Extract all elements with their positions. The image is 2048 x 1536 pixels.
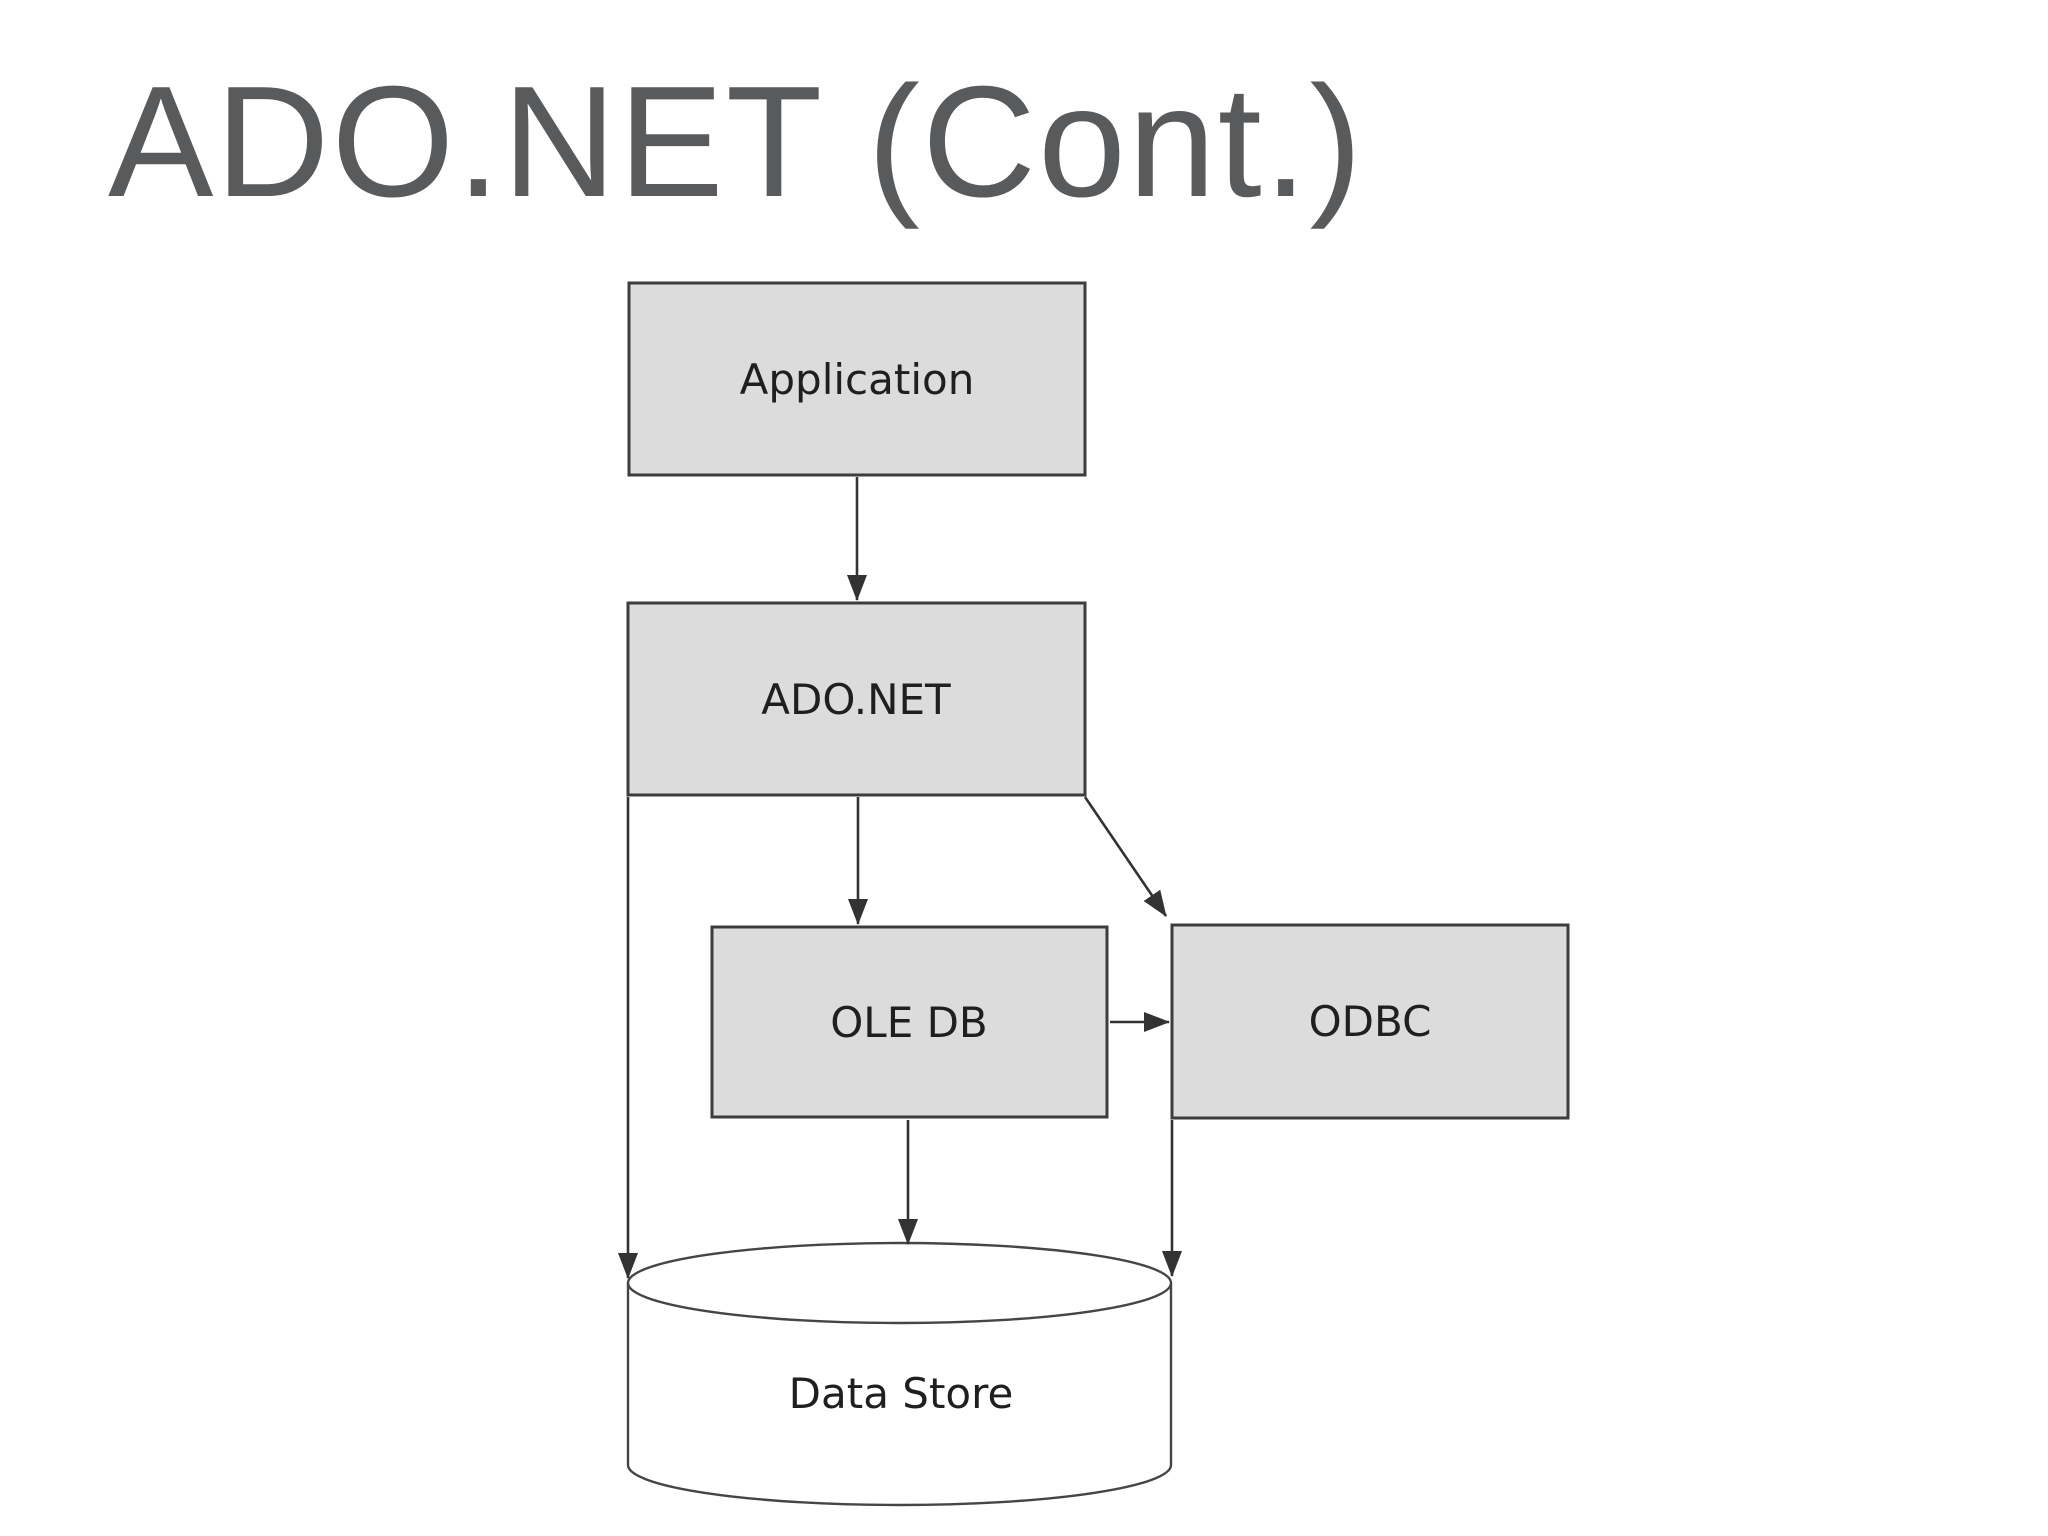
odbc-label: ODBC [1309,997,1432,1046]
node-odbc: ODBC [1170,923,1570,1120]
adonet-label: ADO.NET [761,675,951,724]
slide-title: ADO.NET (Cont.) [108,54,1364,230]
datastore-label: Data Store [789,1369,1014,1418]
odbc-box [1170,923,1570,1120]
adonet-box [626,601,1087,797]
oledb-box [710,925,1109,1119]
application-label: Application [740,355,975,404]
node-application: Application [627,281,1087,477]
edge-adonet-odbc [1083,796,1168,917]
datastore-cylinder-body [626,1283,1173,1507]
oledb-label: OLE DB [830,998,988,1047]
datastore-cylinder-top [626,1241,1173,1325]
node-datastore: Data Store [626,1241,1173,1507]
node-oledb: OLE DB [710,925,1109,1119]
application-box [627,281,1087,477]
node-adonet: ADO.NET [626,601,1087,797]
